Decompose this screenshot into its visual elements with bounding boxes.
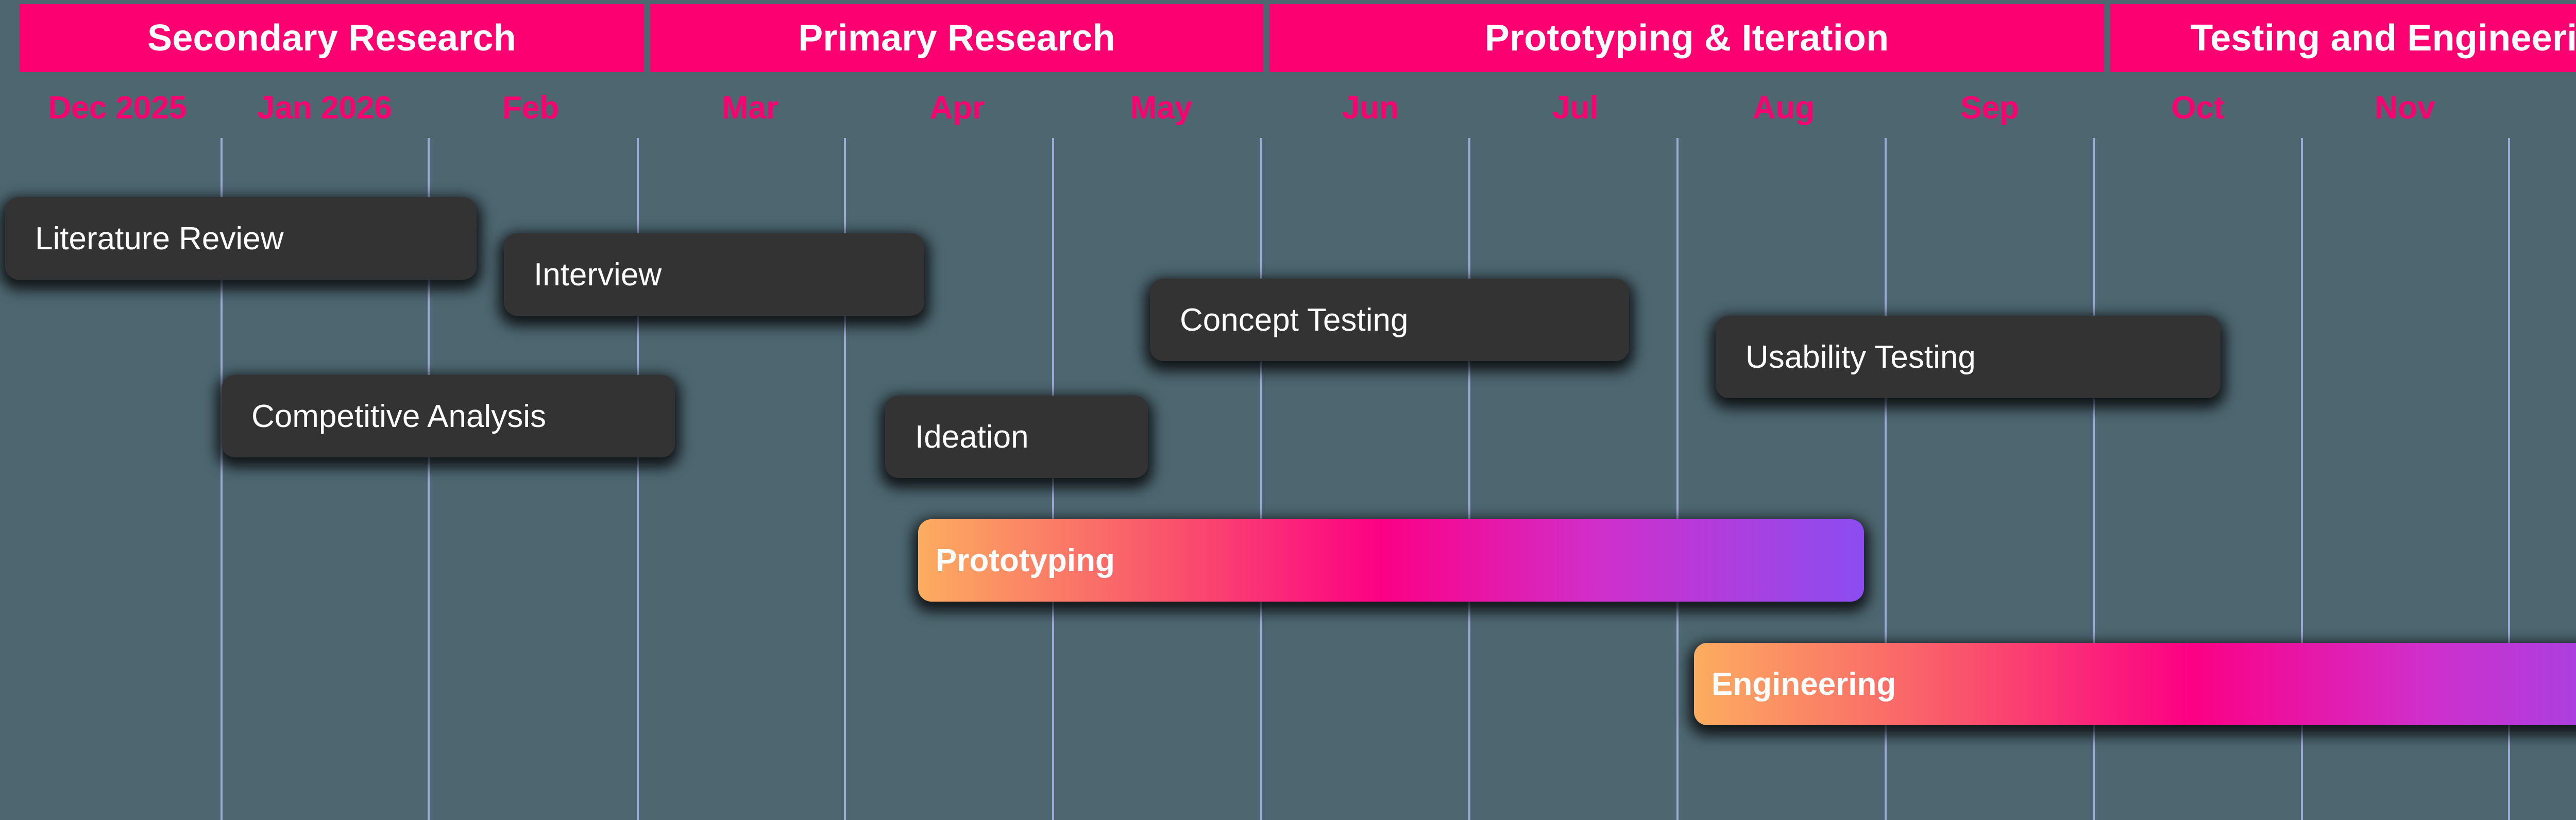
month-label-0: Dec 2025 — [48, 90, 187, 126]
gridline-11 — [2508, 138, 2510, 820]
month-axis: Dec 2025 Jan 2026 Feb Mar Apr May Jun Jul Aug Sep… — [0, 76, 2576, 148]
gridline-10 — [2301, 138, 2303, 820]
phase-header-2: Prototyping & Iteration — [1269, 4, 2104, 72]
month-label-8: Aug — [1752, 90, 1815, 126]
phase-header-label: Testing and Engineering — [2190, 18, 2576, 59]
gridline-4 — [1052, 138, 1054, 820]
gridline-3 — [844, 138, 846, 820]
task-bar-label: Literature Review — [35, 220, 284, 257]
month-label-3: Mar — [721, 90, 779, 126]
month-label-9: Sep — [1960, 90, 2019, 126]
task-bar[interactable]: Prototyping — [918, 519, 1864, 602]
phase-header-label: Prototyping & Iteration — [1484, 18, 1889, 59]
task-bar-label: Concept Testing — [1180, 302, 1409, 338]
gridline-2 — [637, 138, 639, 820]
phase-header-band: Secondary Research Primary Research Protot… — [0, 0, 2576, 76]
gridline-0 — [221, 138, 223, 820]
month-label-6: Jun — [1342, 90, 1399, 126]
month-label-4: Apr — [929, 90, 985, 126]
month-label-7: Jul — [1552, 90, 1599, 126]
gridline-7 — [1676, 138, 1679, 820]
month-label-5: May — [1130, 90, 1193, 126]
gridline-layer — [0, 138, 2576, 820]
task-bar[interactable]: Competitive Analysis — [222, 375, 675, 457]
month-label-2: Feb — [502, 90, 560, 126]
task-bar-label: Interview — [534, 257, 662, 293]
phase-header-1: Primary Research — [650, 4, 1263, 72]
task-bar[interactable]: Interview — [504, 233, 924, 316]
gridline-8 — [1885, 138, 1887, 820]
gridline-1 — [428, 138, 430, 820]
phase-header-0: Secondary Research — [20, 4, 644, 72]
month-label-1: Jan 2026 — [257, 90, 392, 126]
task-bar-label: Competitive Analysis — [251, 398, 547, 434]
task-bar[interactable]: Usability Testing — [1716, 316, 2221, 398]
task-bar-label: Prototyping — [936, 542, 1115, 578]
gridline-6 — [1468, 138, 1470, 820]
month-label-10: Oct — [2171, 90, 2225, 126]
task-bar[interactable]: Ideation — [885, 396, 1148, 478]
gridline-9 — [2093, 138, 2095, 820]
task-bar-label: Engineering — [1711, 666, 1896, 702]
task-bar[interactable]: Literature Review — [5, 197, 477, 280]
phase-header-label: Secondary Research — [147, 18, 516, 59]
gridline-5 — [1260, 138, 1262, 820]
task-bar-label: Usability Testing — [1745, 339, 1976, 375]
task-bar[interactable]: Concept Testing — [1150, 279, 1629, 361]
month-label-11: Nov — [2375, 90, 2435, 126]
task-bar[interactable]: Engineering — [1694, 643, 2576, 725]
phase-header-3: Testing and Engineering — [2110, 4, 2576, 72]
task-bar-label: Ideation — [915, 419, 1029, 455]
phase-header-label: Primary Research — [798, 18, 1115, 59]
